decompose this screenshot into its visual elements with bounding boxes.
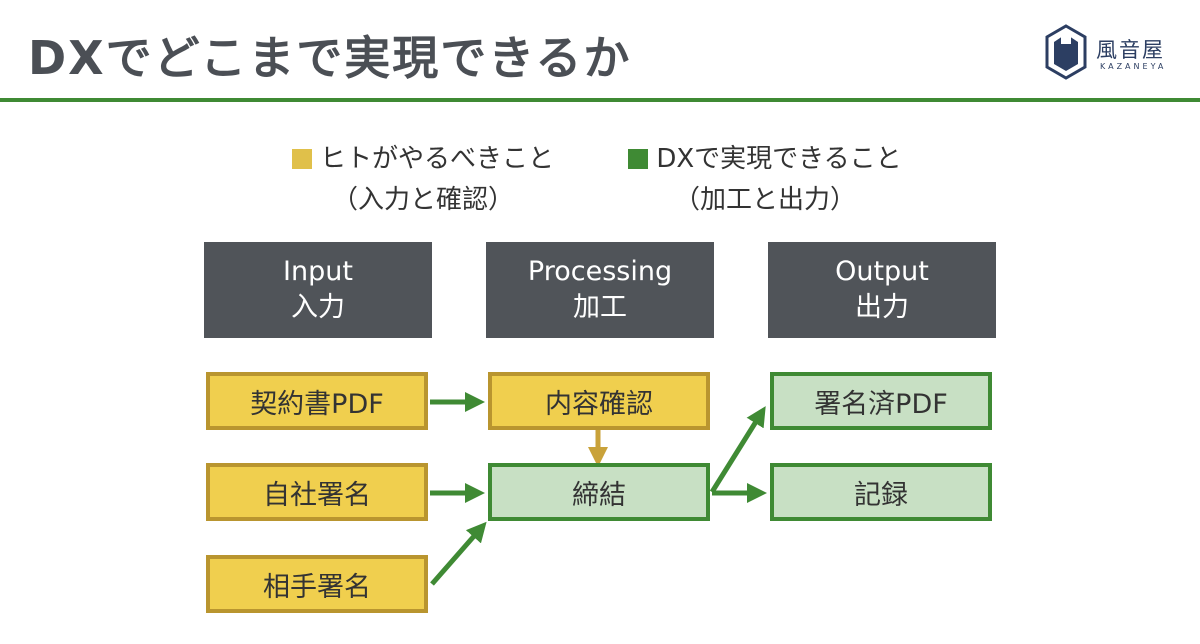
legend-dx-sub: （加工と出力） bbox=[673, 185, 856, 215]
header-processing-en: Processing bbox=[527, 256, 673, 287]
box-signed-pdf: 署名済PDF bbox=[770, 372, 992, 430]
header-input-en: Input bbox=[283, 256, 353, 287]
column-header-processing: Processing 加工 bbox=[486, 242, 714, 338]
legend-human-sub: （入力と確認） bbox=[331, 185, 514, 215]
hexagon-logo-icon bbox=[1045, 24, 1087, 80]
logo-name: 風音屋 bbox=[1096, 38, 1165, 62]
column-header-output: Output 出力 bbox=[768, 242, 996, 338]
legend-dx: DXで実現できること （加工と出力） bbox=[600, 138, 930, 216]
legend-dx-label: DXで実現できること bbox=[656, 144, 902, 174]
header-input-ja: 入力 bbox=[291, 292, 345, 323]
arrow-conclusion-to-signed-pdf bbox=[709, 406, 766, 494]
legend-human: ヒトがやるべきこと （入力と確認） bbox=[258, 138, 588, 216]
legend-swatch-dx bbox=[628, 149, 649, 169]
page-title: DXでどこまで実現できるか bbox=[28, 31, 632, 85]
logo-subtitle: KAZANEYA bbox=[1100, 62, 1167, 71]
legend-human-label: ヒトがやるべきこと bbox=[319, 144, 554, 174]
kazaneya-logo: 風音屋 KAZANEYA bbox=[1044, 24, 1184, 84]
box-record: 記録 bbox=[770, 463, 992, 521]
header-processing-ja: 加工 bbox=[573, 292, 627, 323]
arrow-partner-sign-to-conclusion bbox=[430, 521, 487, 586]
legend-swatch-human bbox=[291, 149, 312, 169]
box-contract-pdf: 契約書PDF bbox=[206, 372, 428, 430]
box-own-signature: 自社署名 bbox=[206, 463, 428, 521]
title-divider bbox=[0, 98, 1200, 102]
header-output-ja: 出力 bbox=[855, 292, 909, 323]
header-output-en: Output bbox=[835, 256, 929, 287]
box-partner-signature: 相手署名 bbox=[206, 555, 428, 613]
column-header-input: Input 入力 bbox=[204, 242, 432, 338]
box-content-check: 内容確認 bbox=[488, 372, 710, 430]
box-conclusion: 締結 bbox=[488, 463, 710, 521]
